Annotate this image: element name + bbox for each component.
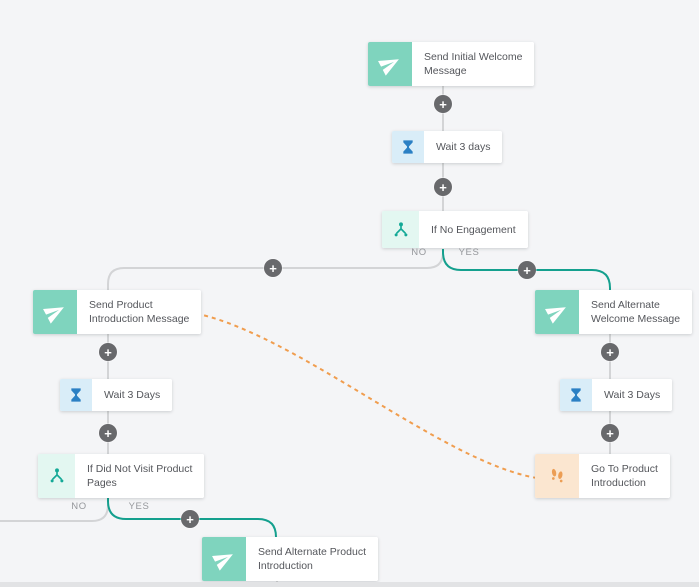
add-step-button[interactable]: + bbox=[434, 95, 452, 113]
node-send-product-introduction-message[interactable]: Send Product Introduction Message bbox=[33, 290, 202, 334]
connector-yes-branch-2 bbox=[107, 498, 277, 538]
send-icon bbox=[202, 537, 246, 581]
node-label: Send Product Introduction Message bbox=[89, 299, 190, 325]
branch-icon bbox=[382, 211, 419, 248]
node-send-alternate-product-introduction[interactable]: Send Alternate Product Introduction bbox=[202, 537, 378, 581]
hourglass-icon bbox=[60, 379, 92, 411]
node-label: Wait 3 days bbox=[436, 141, 491, 153]
node-card: If No Engagement bbox=[419, 211, 528, 248]
add-step-button[interactable]: + bbox=[99, 343, 117, 361]
node-wait-3-days-3[interactable]: Wait 3 Days bbox=[560, 379, 673, 411]
footprints-icon bbox=[535, 454, 579, 498]
node-card: Send Product Introduction Message bbox=[77, 290, 202, 334]
node-send-alternate-welcome-message[interactable]: Send Alternate Welcome Message bbox=[535, 290, 693, 334]
node-label: Send Alternate Product Introduction bbox=[258, 546, 366, 572]
branch-label-yes: YES bbox=[128, 501, 150, 512]
node-wait-3-days-1[interactable]: Wait 3 days bbox=[392, 131, 503, 163]
add-step-button[interactable]: + bbox=[518, 261, 536, 279]
node-go-to-product-introduction[interactable]: Go To Product Introduction bbox=[535, 454, 670, 498]
node-label: Send Initial Welcome Message bbox=[424, 51, 523, 77]
node-card: Wait 3 Days bbox=[592, 379, 673, 411]
scrollbar-track[interactable] bbox=[0, 582, 699, 587]
hourglass-icon bbox=[392, 131, 424, 163]
node-label: If No Engagement bbox=[431, 223, 516, 236]
send-icon bbox=[33, 290, 77, 334]
node-card: If Did Not Visit Product Pages bbox=[75, 454, 205, 498]
node-label: Wait 3 Days bbox=[104, 389, 161, 401]
node-label: If Did Not Visit Product Pages bbox=[87, 463, 193, 489]
add-step-button[interactable]: + bbox=[434, 178, 452, 196]
node-card: Go To Product Introduction bbox=[579, 454, 670, 498]
node-card: Send Alternate Product Introduction bbox=[246, 537, 378, 581]
node-card: Wait 3 Days bbox=[92, 379, 173, 411]
node-label: Go To Product Introduction bbox=[591, 463, 658, 489]
connector-no-branch-2 bbox=[0, 498, 109, 522]
branch-label-yes: YES bbox=[458, 247, 480, 258]
add-step-button[interactable]: + bbox=[601, 343, 619, 361]
node-label: Send Alternate Welcome Message bbox=[591, 299, 681, 325]
add-step-button[interactable]: + bbox=[264, 259, 282, 277]
send-icon bbox=[368, 42, 412, 86]
node-if-no-engagement[interactable]: If No Engagement bbox=[382, 211, 528, 248]
node-wait-3-days-2[interactable]: Wait 3 Days bbox=[60, 379, 173, 411]
node-card: Send Initial Welcome Message bbox=[412, 42, 535, 86]
connector-goto-dashed bbox=[187, 311, 538, 479]
add-step-button[interactable]: + bbox=[99, 424, 117, 442]
branch-label-no: NO bbox=[411, 247, 427, 258]
add-step-button[interactable]: + bbox=[601, 424, 619, 442]
branch-label-no: NO bbox=[71, 501, 87, 512]
node-card: Send Alternate Welcome Message bbox=[579, 290, 693, 334]
node-label: Wait 3 Days bbox=[604, 389, 661, 401]
add-step-button[interactable]: + bbox=[181, 510, 199, 528]
hourglass-icon bbox=[560, 379, 592, 411]
node-if-did-not-visit-product-pages[interactable]: If Did Not Visit Product Pages bbox=[38, 454, 205, 498]
node-card: Wait 3 days bbox=[424, 131, 503, 163]
send-icon bbox=[535, 290, 579, 334]
node-send-initial-welcome-message[interactable]: Send Initial Welcome Message bbox=[368, 42, 535, 86]
branch-icon bbox=[38, 454, 75, 498]
